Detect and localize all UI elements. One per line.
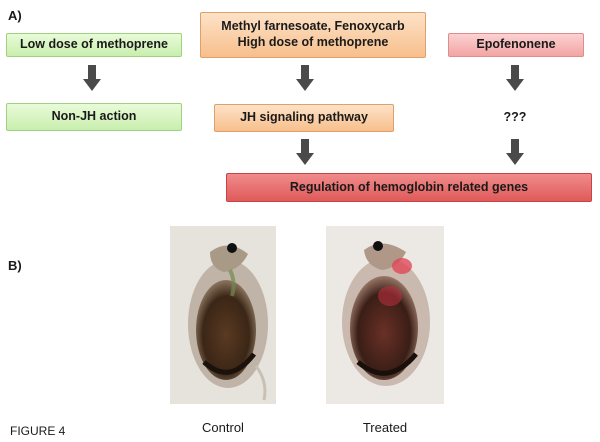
panel-a-label: A) — [8, 8, 22, 23]
control-caption: Control — [202, 420, 244, 435]
arrow-jh-down — [296, 139, 314, 165]
methyl-farnesoate-line2: High dose of methoprene — [237, 35, 389, 49]
control-daphnia-photo — [170, 226, 276, 404]
treated-caption: Treated — [362, 420, 408, 435]
treated-daphnia-photo — [326, 226, 444, 404]
methyl-farnesoate-box: Methyl farnesoate, Fenoxycarb High dose … — [200, 12, 426, 58]
jh-signaling-pathway-box: JH signaling pathway — [214, 104, 394, 132]
arrow-epofenonene-down — [506, 65, 524, 91]
non-jh-action-box: Non-JH action — [6, 103, 182, 131]
arrow-low-dose-down — [83, 65, 101, 91]
figure-label: FIGURE 4 — [10, 424, 66, 438]
arrow-methyl-down — [296, 65, 314, 91]
low-dose-methoprene-box: Low dose of methoprene — [6, 33, 182, 57]
regulation-hemoglobin-genes-box: Regulation of hemoglobin related genes — [226, 173, 592, 202]
methyl-farnesoate-line1: Methyl farnesoate, Fenoxycarb — [221, 19, 405, 34]
unknown-pathway-label: ??? — [503, 110, 527, 125]
panel-b-label: B) — [8, 258, 22, 273]
arrow-unknown-down — [506, 139, 524, 165]
epofenonene-box: Epofenonene — [448, 33, 584, 57]
